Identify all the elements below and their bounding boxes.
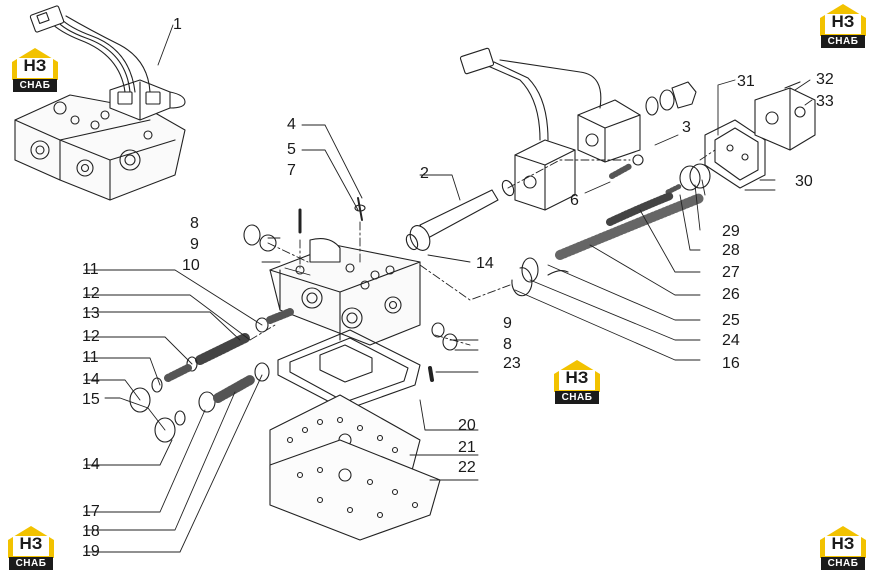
solenoid-valve-assembly <box>14 5 186 201</box>
callout-9-right: 9 <box>503 315 512 332</box>
logo-word: СНАБ <box>13 79 57 92</box>
callout-24: 24 <box>722 332 740 349</box>
callout-30: 30 <box>795 173 813 190</box>
callout-4: 4 <box>287 116 296 133</box>
bottom-plate <box>269 439 441 541</box>
logo-word: СНАБ <box>555 391 599 404</box>
logo-top-left: НЗ СНАБ <box>8 46 62 96</box>
logo-bottom-left: НЗ СНАБ <box>4 524 58 574</box>
valve-body <box>269 238 421 346</box>
logo-bottom-right: НЗ СНАБ <box>816 524 870 574</box>
callout-10: 10 <box>182 257 200 274</box>
callout-27: 27 <box>722 264 740 281</box>
callout-1: 1 <box>173 16 182 33</box>
logo-mark: НЗ <box>831 12 855 31</box>
callout-9-left: 9 <box>190 236 199 253</box>
callout-14-center: 14 <box>476 255 494 272</box>
callout-14-left-bottom: 14 <box>82 456 100 473</box>
callout-26: 26 <box>722 286 740 303</box>
logo-house-icon <box>820 4 866 36</box>
callout-labels: 1 2 3 4 5 6 7 8 9 10 11 12 13 12 11 14 1… <box>82 16 834 560</box>
logo-mark: НЗ <box>23 56 47 75</box>
logo-word: СНАБ <box>821 35 865 48</box>
logo-house-icon <box>12 48 58 80</box>
gasket <box>277 329 421 411</box>
callout-17: 17 <box>82 503 100 520</box>
callout-8-left: 8 <box>190 215 199 232</box>
leader-lines <box>84 24 813 553</box>
logo-mark: НЗ <box>565 368 589 387</box>
callout-33: 33 <box>816 93 834 110</box>
logo-word: СНАБ <box>821 557 865 570</box>
callout-19: 19 <box>82 543 100 560</box>
callout-15: 15 <box>82 391 100 408</box>
logo-mark: НЗ <box>19 534 43 553</box>
logo-house-icon <box>554 360 600 392</box>
callout-8-right: 8 <box>503 336 512 353</box>
callout-32: 32 <box>816 71 834 88</box>
solenoid-coil-2 <box>405 47 641 251</box>
callout-29: 29 <box>722 223 740 240</box>
callout-21: 21 <box>458 439 476 456</box>
logo-top-right: НЗ СНАБ <box>816 2 870 52</box>
callout-3: 3 <box>682 119 691 136</box>
callout-11-top: 11 <box>82 261 99 278</box>
logo-center: НЗ СНАБ <box>550 358 604 408</box>
callout-5: 5 <box>287 141 296 158</box>
logo-mark: НЗ <box>831 534 855 553</box>
callout-7: 7 <box>287 162 296 179</box>
callout-2: 2 <box>420 165 429 182</box>
logo-word: СНАБ <box>9 557 53 570</box>
callout-31: 31 <box>737 73 755 90</box>
logo-house-icon <box>820 526 866 558</box>
callout-11-bottom: 11 <box>82 349 99 366</box>
callout-28: 28 <box>722 242 740 259</box>
callout-14-left-top: 14 <box>82 371 100 388</box>
callout-23: 23 <box>503 355 521 372</box>
callout-6: 6 <box>570 192 579 209</box>
callout-25: 25 <box>722 312 740 329</box>
callout-22: 22 <box>458 459 476 476</box>
logo-house-icon <box>8 526 54 558</box>
right-side-parts <box>511 81 816 297</box>
callout-12-bottom: 12 <box>82 328 100 345</box>
callout-13: 13 <box>82 305 100 322</box>
callout-16: 16 <box>722 355 740 372</box>
callout-20: 20 <box>458 417 476 434</box>
callout-12-top: 12 <box>82 285 100 302</box>
callout-18: 18 <box>82 523 100 540</box>
